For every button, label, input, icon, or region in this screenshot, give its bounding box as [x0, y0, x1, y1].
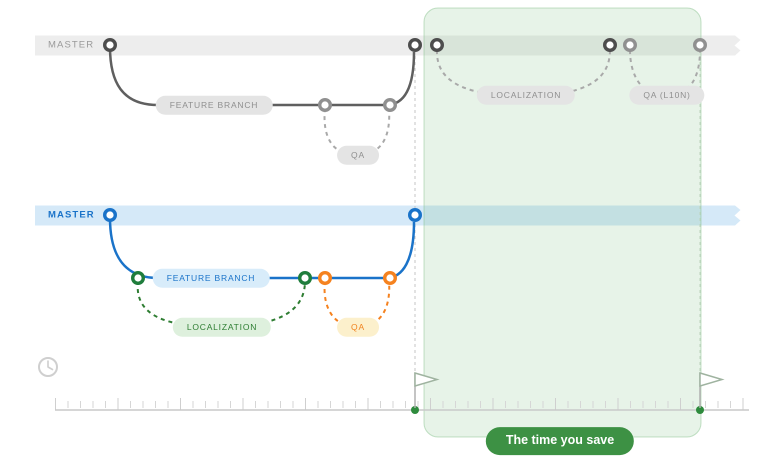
commit-dot: [430, 38, 445, 53]
old-qa-l10n-label: QA (L10N): [629, 85, 705, 105]
commit-dot: [693, 38, 708, 53]
commit-dot: [102, 38, 117, 53]
clock-icon: [38, 357, 58, 377]
timeline-marker-right: [696, 406, 704, 414]
commit-dot: [408, 207, 423, 222]
flag-icon: [414, 371, 440, 408]
old-master-label: MASTER: [48, 39, 95, 51]
new-master-commits: [102, 207, 423, 222]
commit-dot: [298, 271, 313, 286]
flag-icon: [699, 371, 725, 408]
commit-dot: [383, 271, 398, 286]
old-master-commits: [102, 38, 708, 53]
commit-dot: [623, 38, 638, 53]
time-saved-badge: The time you save: [485, 427, 635, 455]
commit-dot: [603, 38, 618, 53]
commit-dot: [130, 271, 145, 286]
old-feature-commits: [318, 97, 398, 112]
old-feature-branch-label: FEATURE BRANCH: [155, 95, 273, 115]
new-feature-branch-label: FEATURE BRANCH: [152, 268, 270, 288]
new-localization-label: LOCALIZATION: [172, 317, 272, 337]
time-saved-region: [423, 7, 702, 438]
commit-dot: [383, 97, 398, 112]
new-qa-label: QA: [337, 317, 379, 337]
commit-dot: [408, 38, 423, 53]
old-qa-label: QA: [337, 145, 379, 165]
old-localization-label: LOCALIZATION: [476, 85, 576, 105]
commit-dot: [318, 271, 333, 286]
commit-dot: [102, 207, 117, 222]
timeline: [55, 398, 749, 414]
old-master-band: [35, 35, 741, 56]
new-master-band: [35, 205, 741, 226]
new-master-label: MASTER: [48, 209, 95, 221]
new-branch-commits: [130, 271, 398, 286]
timeline-marker-left: [411, 406, 419, 414]
commit-dot: [318, 97, 333, 112]
